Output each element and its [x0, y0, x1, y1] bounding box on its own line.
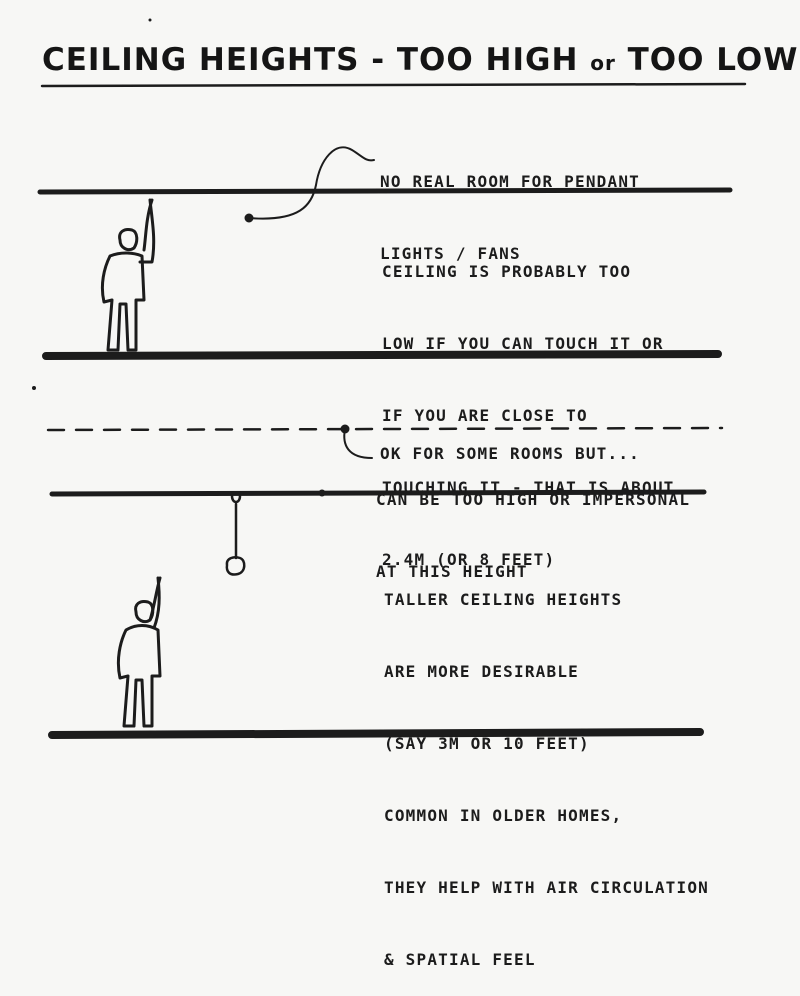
low-note-line-2: LOW IF YOU CAN TOUCH IT OR	[382, 334, 664, 353]
tall-note-line-2: ARE MORE DESIRABLE	[384, 662, 579, 681]
mid-leader	[343, 428, 373, 459]
high-ceiling-line	[49, 489, 707, 497]
low-note-line-1: CEILING IS PROBABLY TOO	[382, 262, 632, 281]
stray-mark-1	[32, 386, 36, 390]
taller-ceiling-note: TALLER CEILING HEIGHTS ARE MORE DESIRABL…	[384, 540, 709, 996]
low-note-line-3: IF YOU ARE CLOSE TO	[382, 406, 588, 425]
low-ceiling-note: CEILING IS PROBABLY TOO LOW IF YOU CAN T…	[382, 212, 675, 596]
tall-note-line-1: TALLER CEILING HEIGHTS	[384, 590, 623, 609]
tall-note-line-6: & SPATIAL FEEL	[384, 950, 536, 969]
pendant-note: NO REAL ROOM FOR PENDANT LIGHTS / FANS	[380, 122, 640, 290]
tall-note-line-3: (SAY 3m OR 10 FEET)	[384, 734, 590, 753]
stray-mark-2	[148, 18, 152, 22]
ok-rooms-note: OK FOR SOME ROOMS BUT...	[380, 394, 640, 490]
pendant-lamp	[225, 494, 246, 576]
ok-note-line: OK FOR SOME ROOMS BUT...	[380, 444, 640, 463]
tall-note-line-5: THEY HELP WITH AIR CIRCULATION	[384, 878, 709, 897]
tall-floor-line	[48, 728, 704, 739]
figure-reaching-ceiling	[100, 198, 156, 352]
title-connector: or	[590, 51, 616, 75]
tall-note-line-4: COMMON IN OLDER HOMES,	[384, 806, 623, 825]
figure-in-tall-room	[116, 576, 162, 728]
ceiling-joint-dot	[318, 489, 326, 497]
low-note-line-4: TOUCHING IT - THAT IS ABOUT	[382, 478, 675, 497]
diagram-title: CEILING HEIGHTS - TOO HIGH or TOO LOW?	[42, 42, 800, 78]
title-underline	[40, 82, 747, 88]
title-part-2: TOO LOW?	[627, 42, 800, 78]
low-ceiling-line	[37, 187, 733, 195]
title-part-1: CEILING HEIGHTS - TOO HIGH	[42, 42, 579, 78]
low-note-line-5: 2.4m (OR 8 FEET)	[382, 550, 556, 569]
too-high-note: CAN BE TOO HIGH OR IMPERSONAL AT THIS HE…	[376, 440, 690, 608]
ceiling-sketch	[32, 18, 747, 739]
mid-dashed-line	[46, 426, 724, 432]
pendant-note-line-1: NO REAL ROOM FOR PENDANT	[380, 172, 640, 191]
high-note-line-1: CAN BE TOO HIGH OR IMPERSONAL	[376, 490, 691, 509]
low-floor-line	[42, 350, 722, 360]
high-note-line-2: AT THIS HEIGHT	[376, 562, 528, 581]
pendant-leader	[248, 146, 375, 220]
pendant-note-line-2: LIGHTS / FANS	[380, 244, 521, 263]
